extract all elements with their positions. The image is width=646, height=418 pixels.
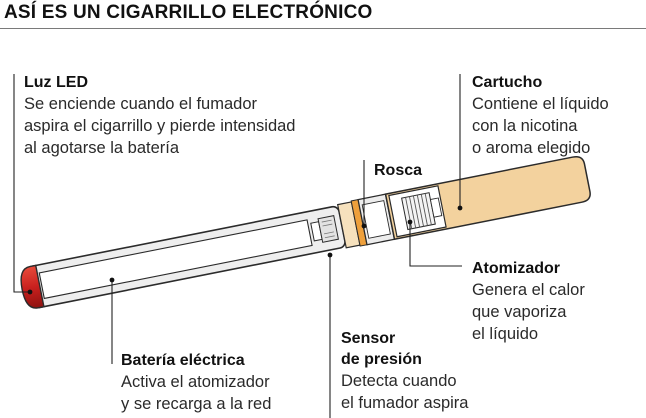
cartucho-desc-line-1: Contiene el líquido: [472, 95, 609, 113]
infographic-title: ASÍ ES UN CIGARRILLO ELECTRÓNICO: [4, 2, 373, 23]
atomizador-heading: Atomizador: [472, 260, 560, 277]
label-cartucho: Cartucho Contiene el líquido con la nico…: [472, 72, 609, 159]
luz-led-desc-line-1: Se enciende cuando el fumador: [24, 95, 257, 113]
rosca-heading: Rosca: [374, 162, 423, 179]
atomizador-desc-line-2: que vaporiza: [472, 303, 567, 321]
luz-led-heading: Luz LED: [24, 74, 88, 91]
atomizer: [388, 185, 447, 238]
label-rosca: Rosca: [374, 160, 422, 181]
battery-tube: [26, 205, 346, 309]
sensor-heading-line-2: de presión: [341, 351, 422, 368]
pressure-sensor: [310, 215, 339, 243]
bateria-desc-line-2: y se recarga a la red: [121, 395, 272, 413]
sensor-heading-line-1: Sensor: [341, 330, 396, 347]
luz-led-desc-line-3: al agotarse la batería: [24, 139, 180, 157]
leader-led: [13, 74, 30, 293]
sensor-desc-line-2: el fumador aspira: [341, 394, 469, 412]
sensor-desc-line-1: Detecta cuando: [341, 372, 457, 390]
atomizador-desc-line-3: el líquido: [472, 325, 539, 343]
label-sensor: Sensor de presión Detecta cuando el fuma…: [341, 328, 468, 414]
leader-lines: [13, 74, 462, 418]
cartucho-desc-line-2: con la nicotina: [472, 117, 578, 135]
label-luz-led: Luz LED Se enciende cuando el fumador as…: [24, 72, 295, 159]
luz-led-desc-line-2: aspira el cigarrillo y pierde intensidad: [24, 117, 296, 135]
label-atomizador: Atomizador Genera el calor que vaporiza …: [472, 258, 585, 345]
cartucho-heading: Cartucho: [472, 74, 543, 91]
leader-atomizador: [409, 222, 462, 267]
label-bateria: Batería eléctrica Activa el atomizador y…: [121, 350, 271, 415]
bateria-heading: Batería eléctrica: [121, 352, 245, 369]
title-divider: [0, 28, 646, 29]
led-tip: [20, 264, 45, 309]
atomizador-desc-line-1: Genera el calor: [472, 281, 585, 299]
leader-dots: [27, 205, 463, 295]
cartucho-desc-line-3: o aroma elegido: [472, 139, 591, 157]
bateria-desc-line-1: Activa el atomizador: [121, 373, 270, 391]
